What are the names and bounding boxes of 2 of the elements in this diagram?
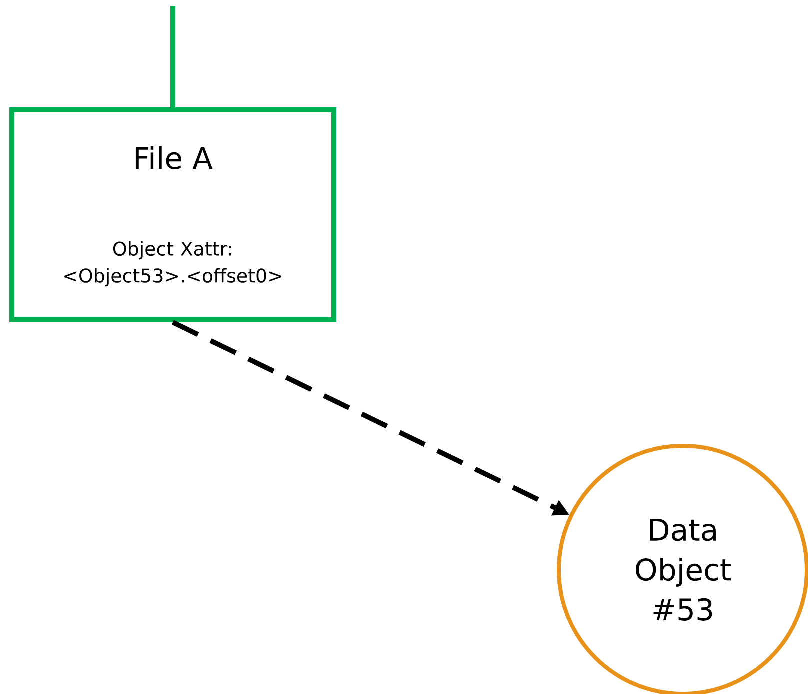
file-box: File A Object Xattr: <Object53>.<offset0>	[10, 107, 336, 322]
connector-line	[170, 6, 176, 108]
